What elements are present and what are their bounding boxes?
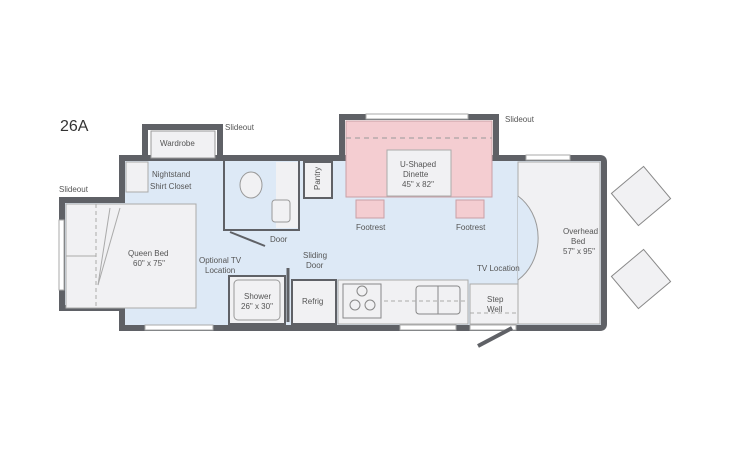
refrigerator xyxy=(291,279,337,325)
shower-size: 26" x 30" xyxy=(241,302,273,311)
door-label: Door xyxy=(270,235,288,244)
shower-label: Shower xyxy=(244,292,272,301)
wardrobe-label: Wardrobe xyxy=(160,139,195,148)
dinette-label-2: Dinette xyxy=(403,170,429,179)
overhead-bed xyxy=(517,161,601,325)
windows xyxy=(58,113,571,331)
slideout-label: Slideout xyxy=(59,185,88,194)
slideout-label: Slideout xyxy=(505,115,534,124)
queen-bed xyxy=(65,203,197,309)
step-label: Step xyxy=(487,295,504,304)
nightstand-label: Nightstand xyxy=(152,170,191,179)
optional-tv-label-2: Location xyxy=(205,266,236,275)
queen-bed-size: 60" x 75" xyxy=(133,259,165,268)
outdoor-chairs xyxy=(610,165,672,310)
overhead-bed-label-2: Bed xyxy=(571,237,586,246)
u-shaped-dinette xyxy=(345,120,493,219)
wardrobe xyxy=(150,130,216,159)
slideout-label: Slideout xyxy=(225,123,254,132)
footrest-label: Footrest xyxy=(356,223,386,232)
kitchen-counter xyxy=(337,279,469,325)
step-well xyxy=(469,283,519,348)
tv-location-label: TV Location xyxy=(477,264,520,273)
optional-tv-label: Optional TV xyxy=(199,256,242,265)
model-number: 26A xyxy=(60,118,89,135)
sliding-door-label-2: Door xyxy=(306,261,324,270)
queen-bed-label: Queen Bed xyxy=(128,249,169,258)
shower xyxy=(228,268,290,325)
pantry-label: Pantry xyxy=(313,166,322,190)
nightstand xyxy=(125,161,149,193)
bathroom xyxy=(223,159,300,247)
shirt-closet-label: Shirt Closet xyxy=(150,182,192,191)
refrig-label: Refrig xyxy=(302,297,324,306)
footrest-label: Footrest xyxy=(456,223,486,232)
dinette-size: 45" x 82" xyxy=(402,180,434,189)
pantry xyxy=(303,161,333,199)
overhead-bed-label: Overhead xyxy=(563,227,599,236)
overhead-bed-size: 57" x 95" xyxy=(563,247,595,256)
well-label: Well xyxy=(487,305,503,314)
dinette-label: U-Shaped xyxy=(400,160,437,169)
sliding-door-label: Sliding xyxy=(303,251,328,260)
